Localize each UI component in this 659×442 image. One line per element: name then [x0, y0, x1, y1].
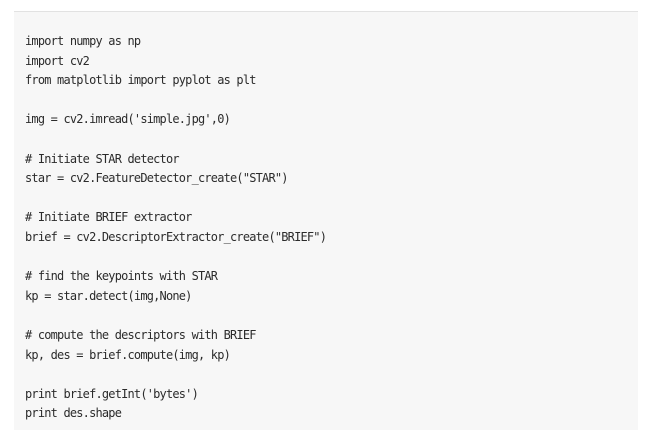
code-line: brief = cv2.DescriptorExtractor_create("…	[25, 229, 327, 244]
code-comment: # Initiate STAR detector	[25, 151, 180, 166]
code-line-blank	[25, 130, 326, 150]
code-line: print des.shape	[25, 406, 122, 421]
code-line-blank	[25, 91, 326, 111]
code-line: import cv2	[25, 53, 90, 68]
code-line: print brief.getInt('bytes')	[25, 386, 199, 401]
code-line: kp = star.detect(img,None)	[25, 288, 192, 303]
code-line: import numpy as np	[25, 34, 141, 48]
code-body: import numpy as np import cv2 from matplot…	[25, 32, 327, 424]
code-comment: # Initiate BRIEF extractor	[25, 210, 192, 225]
code-line-blank	[25, 189, 326, 209]
code-comment: # find the keypoints with STAR	[25, 269, 218, 284]
code-line: from matplotlib import pyplot as plt	[25, 73, 256, 88]
code-line: kp, des = brief.compute(img, kp)	[25, 347, 231, 362]
code-line: img = cv2.imread('simple.jpg',0)	[25, 112, 231, 127]
code-line: star = cv2.FeatureDetector_create("STAR"…	[25, 171, 288, 186]
code-block: import numpy as np import cv2 from matplot…	[14, 11, 638, 430]
code-line-blank	[25, 248, 326, 268]
code-line-blank	[25, 306, 326, 326]
code-comment: # compute the descriptors with BRIEF	[25, 327, 256, 342]
code-line-blank	[25, 365, 326, 385]
